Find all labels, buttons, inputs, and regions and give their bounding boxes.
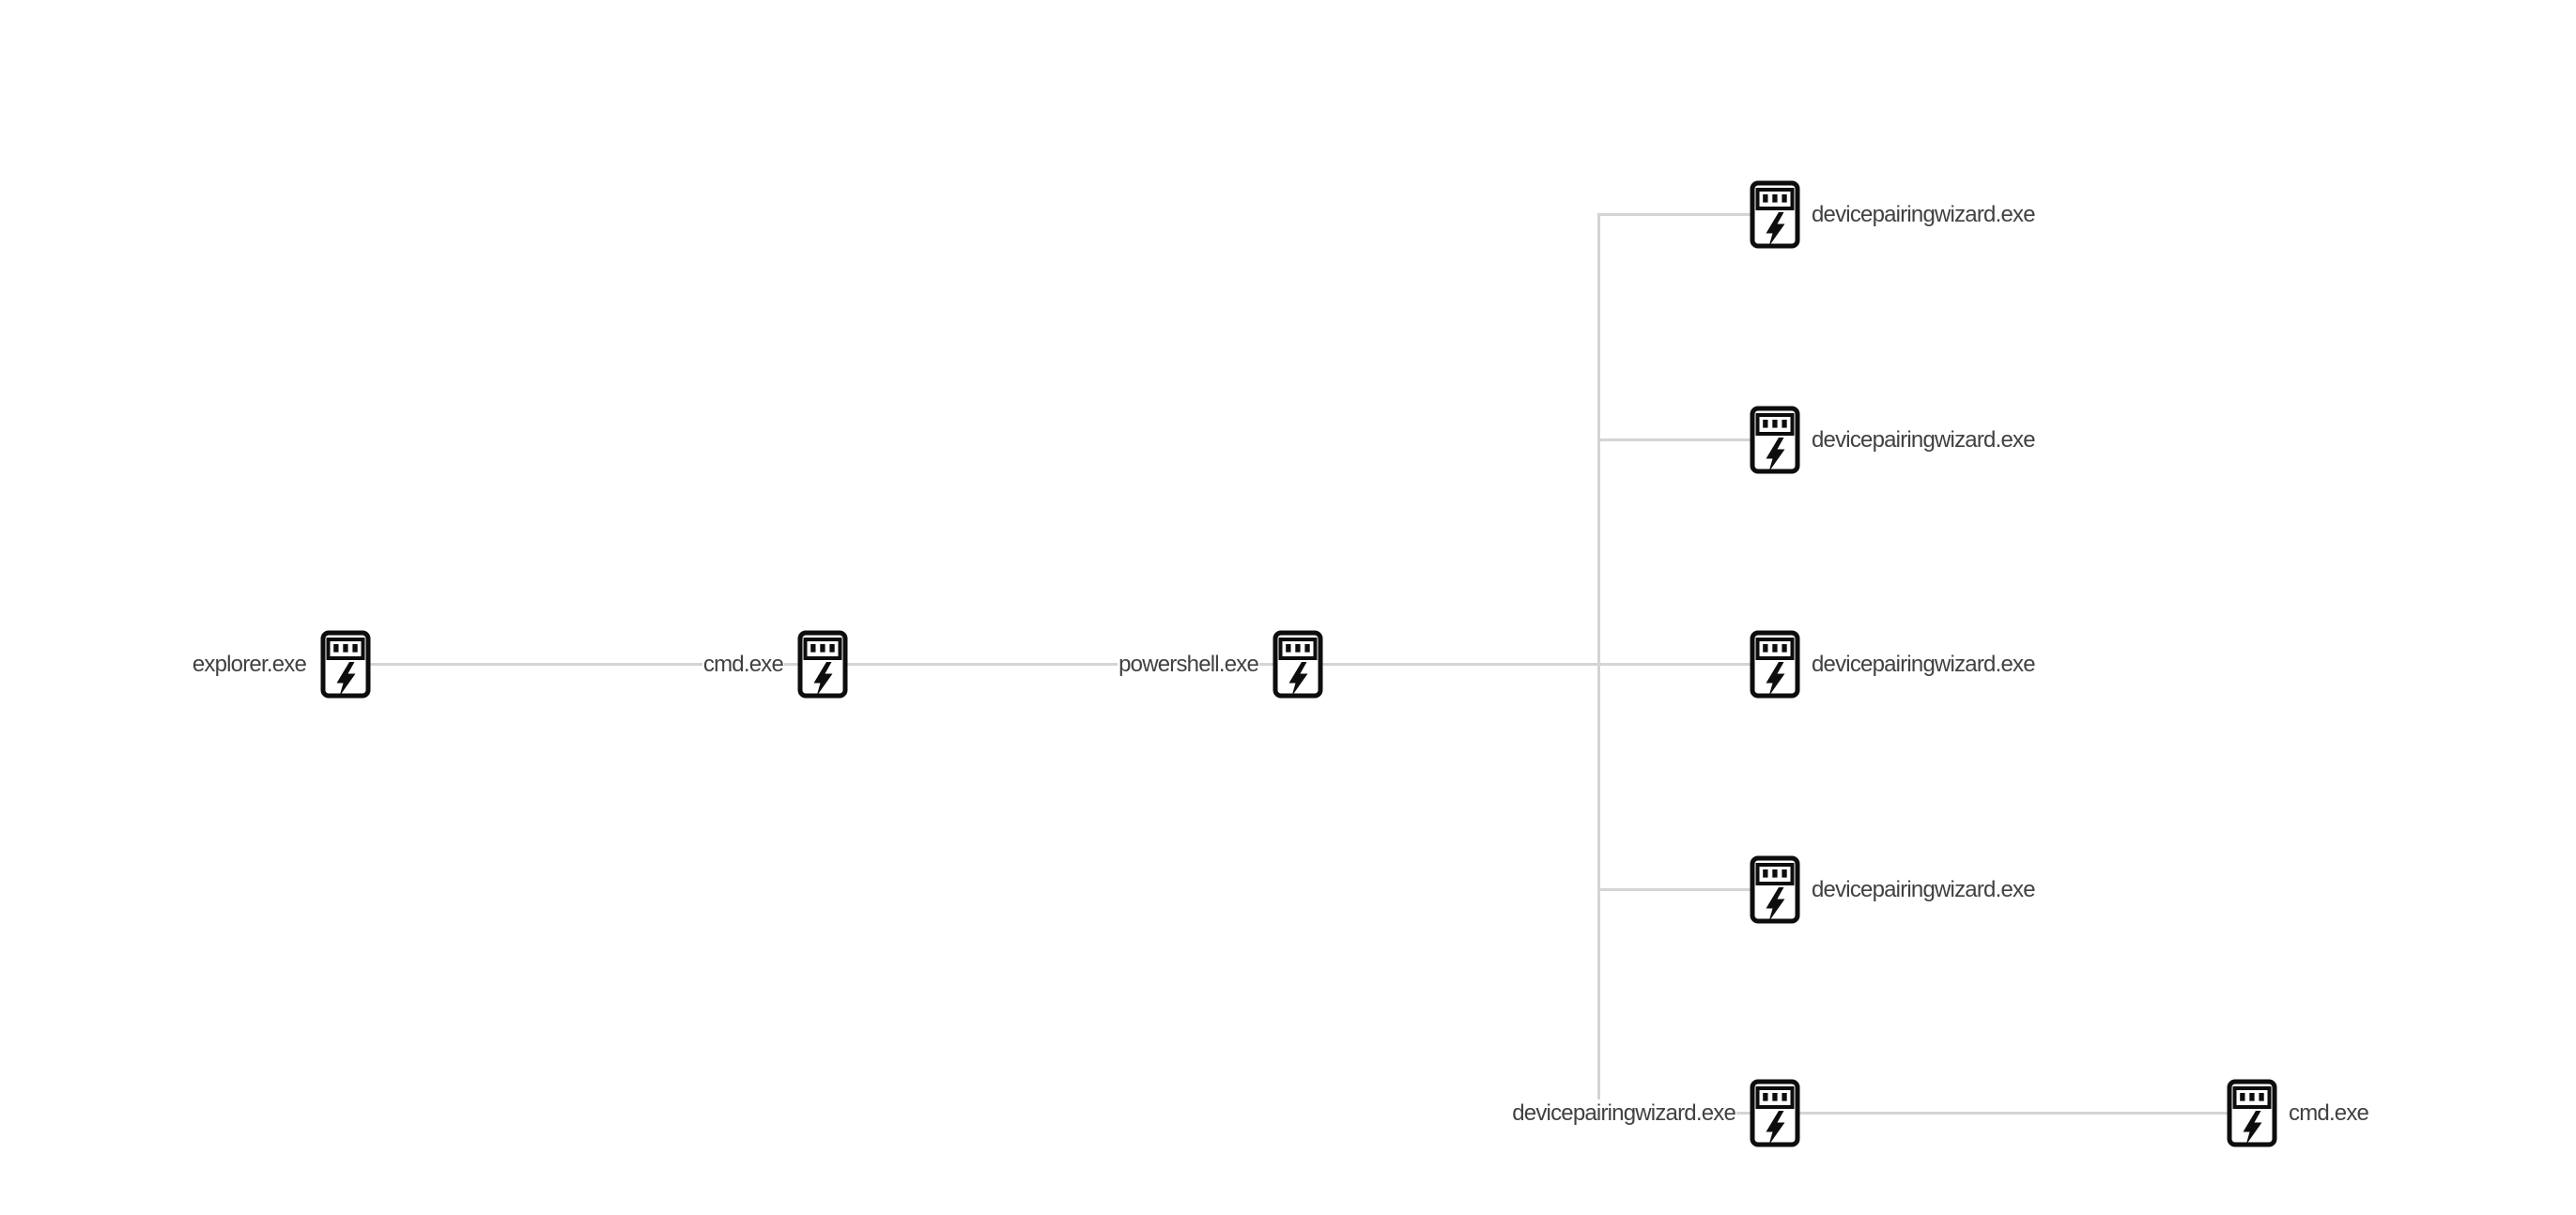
process-lightning-icon [1750, 855, 1800, 924]
edge-cmd-to-powershell [823, 663, 1298, 666]
process-node-cmd-2[interactable]: cmd.exe [2227, 1079, 2370, 1147]
process-node-devicepairingwizard-3[interactable]: devicepairingwizard.exe [1750, 630, 2036, 699]
process-label: cmd.exe [702, 650, 784, 679]
process-lightning-icon [1750, 1079, 1800, 1147]
process-node-powershell[interactable]: powershell.exe [1118, 630, 1323, 699]
edge-dpw5-to-cmd2 [1775, 1112, 2252, 1115]
process-lightning-icon [1750, 180, 1800, 249]
process-label: devicepairingwizard.exe [1811, 425, 2036, 454]
process-label: powershell.exe [1118, 650, 1259, 679]
edge-trunk-vertical [1597, 213, 1600, 1115]
process-lightning-icon [2227, 1079, 2277, 1147]
edge-explorer-to-cmd [346, 663, 823, 666]
process-node-devicepairingwizard-1[interactable]: devicepairingwizard.exe [1750, 180, 2036, 249]
edge-branch-to-dpw1 [1597, 213, 1775, 216]
process-label: devicepairingwizard.exe [1511, 1099, 1736, 1128]
process-label: devicepairingwizard.exe [1811, 875, 2036, 904]
process-node-devicepairingwizard-4[interactable]: devicepairingwizard.exe [1750, 855, 2036, 924]
edge-branch-to-dpw2 [1597, 438, 1775, 441]
process-lightning-icon [1273, 630, 1323, 699]
process-label: devicepairingwizard.exe [1811, 650, 2036, 679]
process-label: devicepairingwizard.exe [1811, 200, 2036, 229]
process-node-devicepairingwizard-5[interactable]: devicepairingwizard.exe [1511, 1079, 1800, 1147]
process-lightning-icon [797, 630, 848, 699]
process-node-explorer[interactable]: explorer.exe [191, 630, 371, 699]
process-node-devicepairingwizard-2[interactable]: devicepairingwizard.exe [1750, 406, 2036, 474]
process-node-cmd-1[interactable]: cmd.exe [702, 630, 848, 699]
process-label: cmd.exe [2288, 1099, 2370, 1128]
edge-powershell-to-dpw3 [1298, 663, 1775, 666]
process-label: explorer.exe [191, 650, 307, 679]
edge-branch-to-dpw4 [1597, 888, 1775, 891]
process-lightning-icon [1750, 406, 1800, 474]
process-lightning-icon [320, 630, 371, 699]
process-lightning-icon [1750, 630, 1800, 699]
